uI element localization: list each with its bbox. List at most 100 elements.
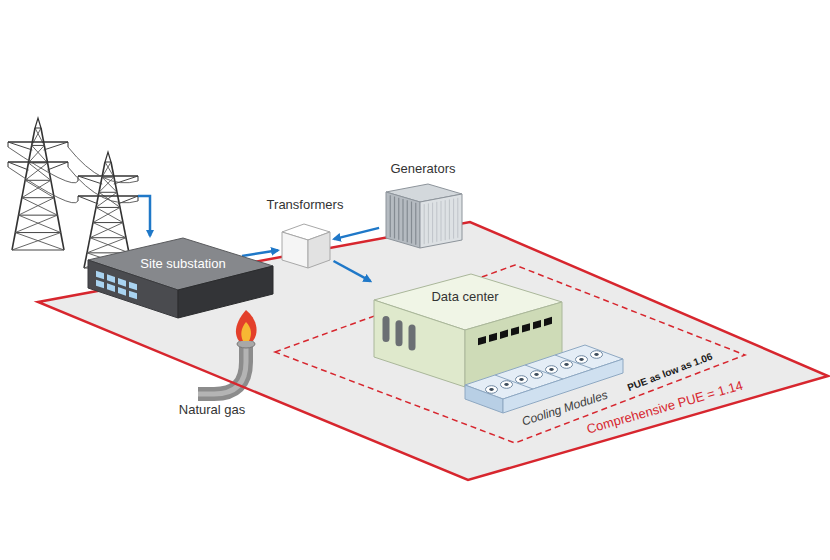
tower-peak bbox=[105, 152, 111, 162]
tower-brace bbox=[19, 215, 58, 216]
cooling-fan bbox=[546, 366, 558, 374]
cooling-fan-hub bbox=[489, 388, 493, 391]
datacenter-vent bbox=[489, 333, 497, 342]
site-boundary bbox=[38, 222, 828, 480]
cooling-modules: Cooling Modules bbox=[463, 345, 638, 435]
generator-side bbox=[420, 194, 462, 248]
tower-leg bbox=[84, 162, 105, 268]
generator-label: Generators bbox=[390, 162, 455, 177]
power-line bbox=[8, 167, 78, 203]
tower-leg bbox=[41, 128, 64, 250]
cooling-fan-hub bbox=[564, 363, 568, 366]
tower-leg bbox=[12, 128, 35, 250]
datacenter-pipe bbox=[396, 320, 403, 346]
facility-region: PUE as low as 1.06Data centerCooling Mod… bbox=[272, 262, 747, 447]
power-flow-arrow bbox=[334, 228, 379, 239]
generator-fin bbox=[436, 202, 437, 242]
tower-brace bbox=[90, 238, 129, 253]
substation-window bbox=[118, 287, 126, 296]
tower-crossarm bbox=[8, 161, 68, 163]
pue-label: PUE as low as 1.06 bbox=[626, 350, 714, 393]
tower-brace bbox=[96, 207, 123, 222]
substation-label: Site substation bbox=[140, 257, 225, 272]
transformer-label: Transformers bbox=[267, 198, 344, 213]
tower-brace bbox=[15, 233, 64, 250]
tower-crossarm-brace bbox=[44, 142, 68, 150]
power-line bbox=[68, 167, 138, 203]
gas-pipe bbox=[198, 340, 255, 394]
tower-crossarm-brace bbox=[47, 162, 68, 170]
datacenter-front bbox=[374, 300, 465, 387]
tower-brace bbox=[93, 207, 120, 222]
datacenter-vent bbox=[500, 330, 508, 339]
cooling-fan-hub bbox=[534, 373, 538, 376]
power-line bbox=[68, 147, 138, 183]
tower-brace bbox=[90, 223, 123, 238]
grid-feed-arrow bbox=[138, 196, 150, 236]
tower-crossarm bbox=[78, 195, 138, 197]
cooling-fan bbox=[486, 386, 498, 394]
datacenter-pipe bbox=[409, 325, 416, 351]
cooling-module-divider bbox=[495, 375, 533, 389]
generator-fin bbox=[432, 203, 433, 243]
tower-crossarm-brace bbox=[8, 142, 32, 150]
cooling-modules-outline bbox=[463, 345, 638, 435]
cooling-front bbox=[465, 385, 503, 413]
tower-brace bbox=[90, 237, 126, 238]
generator-fin bbox=[415, 203, 416, 245]
insulator bbox=[78, 196, 79, 201]
tower-brace bbox=[22, 180, 51, 197]
tower-brace bbox=[25, 180, 54, 197]
substation-box-outline bbox=[88, 238, 273, 320]
insulator bbox=[8, 162, 9, 167]
generator-fin bbox=[457, 198, 458, 238]
generator-fin bbox=[407, 200, 408, 242]
gas-flame bbox=[236, 310, 257, 341]
generator-fin bbox=[449, 199, 450, 239]
substation-window bbox=[118, 278, 126, 287]
tower-brace bbox=[22, 197, 54, 198]
generator-fin bbox=[453, 199, 454, 239]
generator-fin bbox=[394, 197, 395, 239]
insulator bbox=[68, 162, 69, 167]
tower-brace bbox=[32, 145, 45, 146]
generator-fin bbox=[441, 201, 442, 241]
datacenter-vent bbox=[511, 326, 519, 335]
substation-window bbox=[129, 282, 137, 291]
cooling-fan-hub bbox=[579, 358, 583, 361]
site-region: Comprehensive PUE = 1.14Site substationT… bbox=[0, 150, 830, 490]
cooling-fan bbox=[576, 356, 588, 364]
substation-side bbox=[178, 266, 273, 318]
generator-fin bbox=[445, 200, 446, 240]
substation-box: Site substation bbox=[88, 238, 273, 320]
generator-fin bbox=[424, 204, 425, 244]
cooling-fan-hub bbox=[504, 383, 508, 386]
tower-crossarm bbox=[8, 141, 68, 143]
transmission-towers bbox=[8, 118, 138, 268]
insulator bbox=[68, 142, 69, 147]
tower-crossarm-brace bbox=[78, 176, 102, 184]
tower-brace bbox=[96, 207, 120, 208]
tower-brace bbox=[12, 250, 64, 251]
transformer-side bbox=[308, 232, 330, 268]
datacenter-vent bbox=[544, 317, 552, 326]
tower-brace bbox=[93, 222, 123, 223]
tower-brace bbox=[102, 177, 117, 192]
datacenter-vent bbox=[533, 320, 541, 329]
tower-brace bbox=[102, 162, 111, 177]
generator-fin bbox=[402, 199, 403, 241]
transformer-cube: Transformers bbox=[250, 196, 360, 276]
datacenter-pipe bbox=[383, 316, 390, 342]
cooling-module-divider bbox=[555, 355, 593, 369]
tower-brace bbox=[12, 233, 61, 250]
insulator bbox=[8, 142, 9, 147]
tower-brace bbox=[19, 215, 61, 232]
substation-window bbox=[96, 280, 104, 289]
tower-brace bbox=[15, 215, 57, 232]
tower-brace bbox=[32, 145, 48, 162]
tower-peak bbox=[35, 118, 41, 128]
tower-crossarm bbox=[78, 175, 138, 177]
generator-front bbox=[386, 192, 420, 248]
transformer-front bbox=[282, 232, 308, 268]
datacenter-vent bbox=[478, 336, 486, 345]
